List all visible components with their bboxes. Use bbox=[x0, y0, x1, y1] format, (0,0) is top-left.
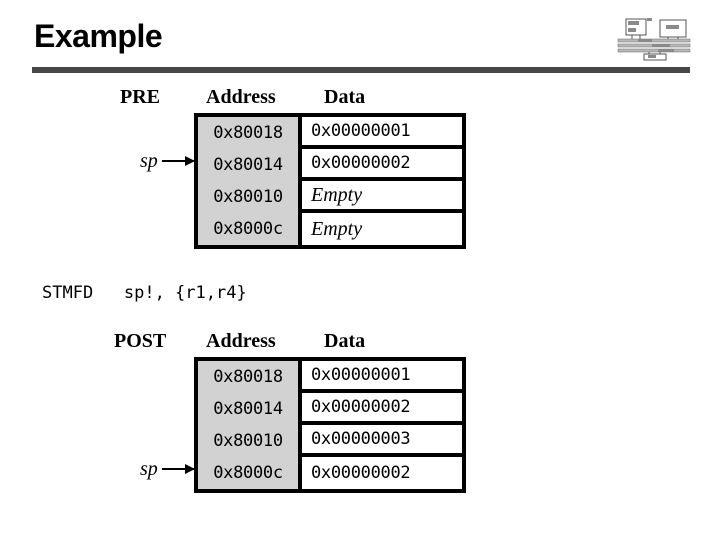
data-cell: 0x00000002 bbox=[302, 457, 462, 489]
stack-pointer-post: sp bbox=[140, 453, 196, 485]
data-cell: Empty bbox=[302, 213, 462, 245]
block-diagram-logo bbox=[616, 16, 692, 61]
table-row: 0x8000c Empty bbox=[198, 213, 462, 245]
data-cell: 0x00000001 bbox=[302, 361, 462, 393]
state-label-post: POST bbox=[114, 330, 167, 352]
table-row: 0x80010 0x00000003 bbox=[198, 425, 462, 457]
address-cell: 0x80010 bbox=[198, 181, 302, 213]
stack-pointer-label-post: sp bbox=[140, 457, 158, 480]
address-cell: 0x80018 bbox=[198, 361, 302, 393]
memory-table-pre: 0x80018 0x00000001 0x80014 0x00000002 0x… bbox=[194, 113, 466, 249]
stack-pointer-pre: sp bbox=[140, 145, 196, 177]
address-cell: 0x80018 bbox=[198, 117, 302, 149]
state-label-pre: PRE bbox=[120, 86, 160, 108]
address-cell: 0x80014 bbox=[198, 149, 302, 181]
address-cell: 0x80014 bbox=[198, 393, 302, 425]
table-row: 0x80018 0x00000001 bbox=[198, 117, 462, 149]
address-cell: 0x8000c bbox=[198, 457, 302, 489]
table-row: 0x80018 0x00000001 bbox=[198, 361, 462, 393]
table-row: 0x8000c 0x00000002 bbox=[198, 457, 462, 489]
column-header-address-pre: Address bbox=[206, 86, 276, 108]
column-header-address-post: Address bbox=[206, 330, 276, 352]
column-header-data-post: Data bbox=[324, 330, 366, 352]
data-cell: Empty bbox=[302, 181, 462, 213]
stack-pointer-label-pre: sp bbox=[140, 149, 158, 172]
table-row: 0x80014 0x00000002 bbox=[198, 149, 462, 181]
instruction-text: STMFD sp!, {r1,r4} bbox=[42, 283, 247, 303]
table-row: 0x80014 0x00000002 bbox=[198, 393, 462, 425]
data-cell: 0x00000001 bbox=[302, 117, 462, 149]
data-cell: 0x00000002 bbox=[302, 393, 462, 425]
data-cell: 0x00000003 bbox=[302, 425, 462, 457]
memory-table-post: 0x80018 0x00000001 0x80014 0x00000002 0x… bbox=[194, 357, 466, 493]
address-cell: 0x80010 bbox=[198, 425, 302, 457]
page-title: Example bbox=[34, 18, 163, 54]
arrow-right-icon bbox=[161, 156, 196, 166]
address-cell: 0x8000c bbox=[198, 213, 302, 245]
data-cell: 0x00000002 bbox=[302, 149, 462, 181]
table-row: 0x80010 Empty bbox=[198, 181, 462, 213]
arrow-right-icon bbox=[161, 464, 196, 474]
column-header-data-pre: Data bbox=[324, 86, 366, 108]
title-divider bbox=[32, 67, 690, 73]
